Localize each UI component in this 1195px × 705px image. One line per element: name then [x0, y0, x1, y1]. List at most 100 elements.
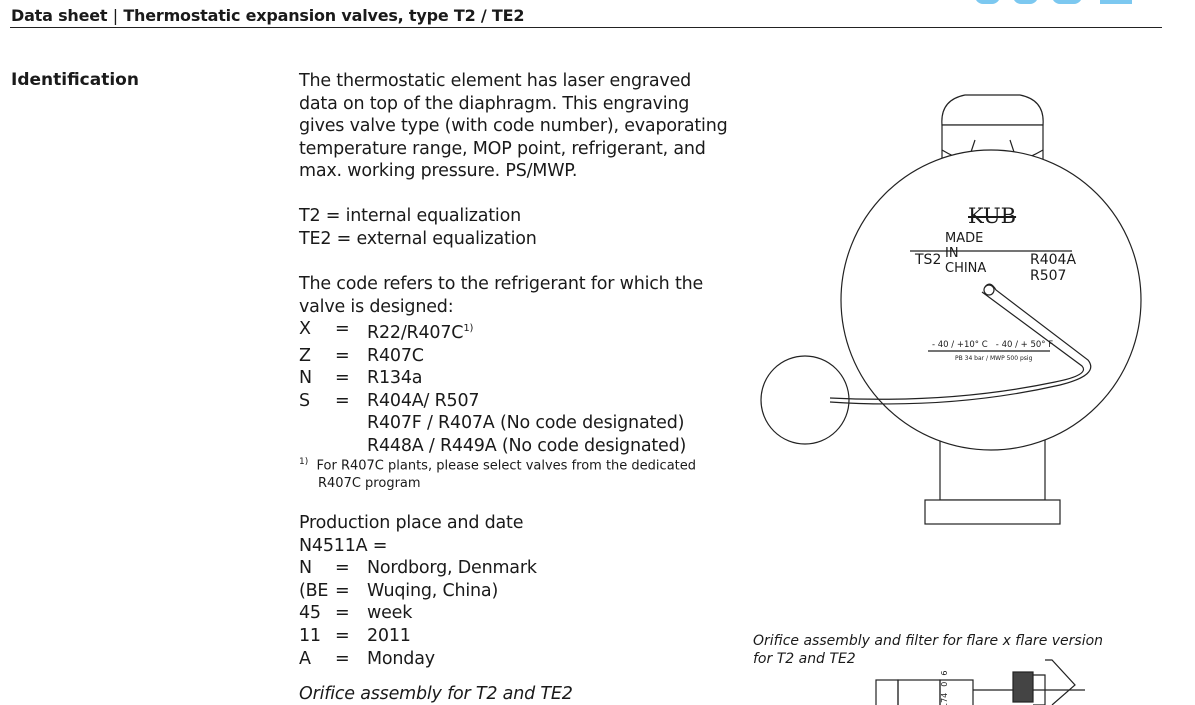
value-text: R407F / R407A (No code designated) [367, 413, 685, 434]
value: Nordborg, Denmark [367, 557, 537, 580]
value: R404A/ R507 [367, 390, 480, 413]
line: TE2 = external equalization [299, 228, 537, 249]
key: N [299, 368, 312, 389]
line: for T2 and TE2 [753, 651, 856, 667]
value-text: Wuqing, China) [367, 580, 499, 601]
value-text: Monday [367, 648, 435, 669]
refrigerant: R404A [1030, 252, 1077, 268]
key: N [299, 558, 312, 579]
sup: 1) [463, 323, 474, 335]
value: R134a [367, 367, 422, 390]
mark: 0 [940, 681, 949, 687]
key: (BE [299, 580, 329, 601]
equals: = [335, 648, 350, 669]
valve-type: TS2 [915, 252, 942, 268]
value-text: R407C [367, 345, 424, 366]
list-item: R448A / R449A (No code designated) [299, 435, 703, 458]
code-list: The code refers to the refrigerant for w… [299, 273, 703, 458]
equals: = [335, 580, 350, 601]
value-text: week [367, 603, 413, 624]
equals: = [335, 558, 350, 579]
list-item: N = R134a [299, 367, 703, 390]
line: temperature range, MOP point, refrigeran… [299, 138, 706, 159]
value: R448A / R449A (No code designated) [367, 435, 686, 458]
filter-caption: Orifice assembly and filter for flare x … [753, 632, 1103, 668]
list-item: 11 = 2011 [299, 625, 537, 648]
range: - 40 / +10° C - 40 / + 50° F [932, 340, 1053, 350]
equals: = [335, 625, 350, 646]
intro-text: The thermostatic element has laser engra… [299, 70, 728, 183]
section-title: Identification [11, 70, 139, 90]
equals: = [335, 603, 350, 624]
orifice-caption: Orifice assembly for T2 and TE2 [299, 684, 573, 704]
page-header: Data sheet | Thermostatic expansion valv… [11, 6, 524, 25]
list-item: (BE = Wuqing, China) [299, 580, 537, 603]
key: 11 [299, 625, 321, 646]
value: R407F / R407A (No code designated) [367, 412, 684, 435]
list-item: 45 = week [299, 602, 537, 625]
doc-title: Thermostatic expansion valves, type T2 /… [123, 6, 525, 25]
line: Production place and date [299, 513, 524, 533]
value-text: Nordborg, Denmark [367, 558, 537, 579]
value: week [367, 602, 412, 625]
list-item: R407F / R407A (No code designated) [299, 412, 703, 435]
separator: | [112, 6, 118, 25]
value: Monday [367, 648, 435, 671]
line: Orifice assembly and filter for flare x … [753, 633, 1104, 649]
mark: 174 [940, 692, 949, 705]
doc-type: Data sheet [11, 6, 108, 25]
logo-fragment [1052, 0, 1082, 4]
orifice-marks: 174 0 6 [940, 671, 949, 705]
value-text: R404A/ R507 [367, 390, 480, 411]
value: Wuqing, China) [367, 580, 498, 603]
line: R407C program [318, 476, 421, 492]
value: 2011 [367, 625, 411, 648]
range-c: - 40 / +10° C [932, 340, 988, 350]
logo-fragment [975, 0, 1000, 4]
value-text: R134a [367, 368, 423, 389]
value-text: R22/R407C [367, 323, 464, 344]
list-item: Z = R407C [299, 345, 703, 368]
equalization-text: T2 = internal equalization TE2 = externa… [299, 205, 537, 250]
footnote-mark: 1) [299, 457, 309, 467]
key: A [299, 648, 311, 669]
line: data on top of the diaphragm. This engra… [299, 93, 690, 114]
value-text: R448A / R449A (No code designated) [367, 435, 687, 456]
range-f: - 40 / + 50° F [995, 340, 1054, 350]
equals: = [335, 345, 350, 366]
key: 45 [299, 603, 321, 624]
brand-logo: KUB [968, 204, 1017, 228]
refrigerant: R507 [1030, 268, 1067, 284]
line: For R407C plants, please select valves f… [316, 458, 697, 474]
key: S [299, 390, 310, 411]
line: The code refers to the refrigerant for w… [299, 274, 704, 294]
mark: 6 [940, 670, 949, 676]
made-in: MADE IN CHINA [945, 231, 987, 276]
list-item: S = R404A/ R507 [299, 390, 703, 413]
line: T2 = internal equalization [299, 206, 521, 226]
pressure: PB 34 bar / MWP 500 psig [955, 355, 1033, 362]
line: gives valve type (with code number), eva… [299, 116, 728, 137]
equals: = [335, 390, 350, 411]
line: max. working pressure. PS/MWP. [299, 161, 578, 182]
value: R22/R407C1) [367, 318, 473, 344]
header-rule [10, 27, 1162, 28]
production-list: Production place and date N4511A = N = Nor… [299, 512, 537, 670]
logo-fragment [1100, 0, 1132, 4]
list-item: N = Nordborg, Denmark [299, 557, 537, 580]
orifice-drawing [875, 659, 1085, 705]
value: R407C [367, 345, 424, 368]
list-item: A = Monday [299, 648, 537, 671]
value-text: 2011 [367, 625, 411, 646]
line: N4511A = [299, 535, 388, 556]
logo-fragment [1013, 0, 1038, 4]
key: X [299, 319, 311, 340]
line: valve is designed: [299, 296, 454, 317]
equals: = [335, 368, 350, 389]
footnote: 1) For R407C plants, please select valve… [299, 453, 696, 493]
key: Z [299, 345, 311, 366]
equals: = [335, 319, 350, 340]
